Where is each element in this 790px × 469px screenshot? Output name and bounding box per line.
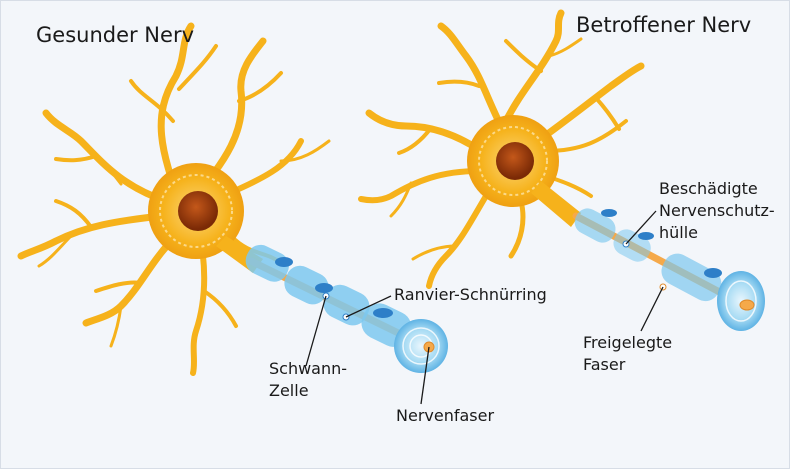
healthy-axon-cross-section xyxy=(394,319,448,373)
affected-nerve-title: Betroffener Nerv xyxy=(576,13,751,38)
exposed-fiber-label-line2: Faser xyxy=(583,355,625,374)
healthy-neuron xyxy=(21,26,448,404)
healthy-axon xyxy=(241,240,448,373)
healthy-nerve-title: Gesunder Nerv xyxy=(36,23,194,48)
damaged-sheath-label-line1: Beschädigte xyxy=(659,179,758,198)
affected-neuron xyxy=(361,13,765,331)
healthy-nucleus xyxy=(178,191,218,231)
affected-nucleus xyxy=(496,142,534,180)
nervenfaser-label: Nervenfaser xyxy=(396,406,494,425)
exposed-fiber-label-line1: Freigelegte xyxy=(583,333,672,352)
ranvier-label: Ranvier-Schnürring xyxy=(394,285,547,304)
schwann-label-line2: Zelle xyxy=(269,381,309,400)
affected-leader-lines xyxy=(626,211,663,331)
schwann-nucleus xyxy=(275,257,293,267)
affected-axon-cross-section xyxy=(717,271,765,331)
damaged-sheath-label-line3: hülle xyxy=(659,223,698,242)
schwann-label-line1: Schwann- xyxy=(269,359,347,378)
damaged-sheath-label-line2: Nervenschutz- xyxy=(659,201,775,220)
